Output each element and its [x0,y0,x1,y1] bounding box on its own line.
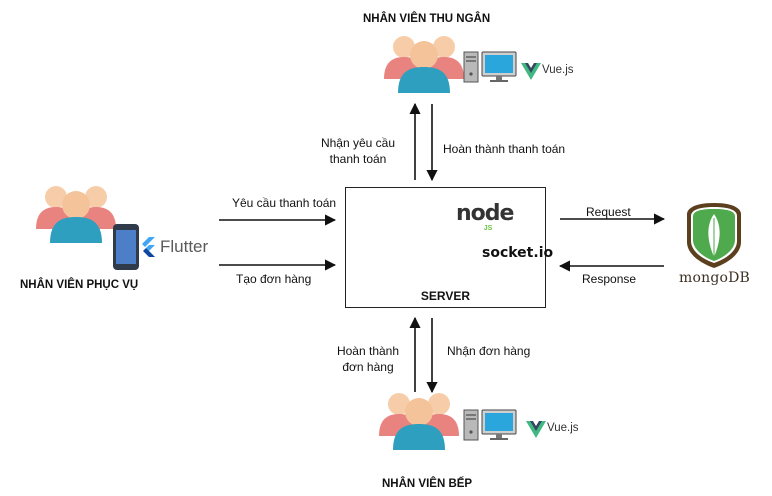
order-done-label-line1: Hoàn thành [336,344,400,358]
kitchen-role-label: NHÂN VIÊN BẾP [382,478,473,490]
vue-label-top: Vue.js [542,64,574,76]
waiter-role-label: NHÂN VIÊN PHỤC VỤ [20,279,139,291]
vue-logo-icon [521,63,541,80]
request-payment-label: Nhận yêu cầu thanh toán [310,135,406,167]
order-done-label-line2: đơn hàng [342,360,394,374]
request-payment-label-line2: thanh toán [329,152,387,166]
flutter-logo-icon [142,237,155,257]
create-order-label: Tạo đơn hàng [236,272,312,286]
kitchen-people-icon [379,393,459,450]
mongodb-label: mongoDB [679,270,751,286]
vue-logo-icon [526,421,546,438]
node-logo-text: node [456,201,514,226]
mongodb-logo-icon [687,203,741,268]
payment-done-label: Hoàn thành thanh toán [443,142,566,156]
node-js-badge-text: JS [483,225,493,232]
order-done-label: Hoàn thành đơn hàng [330,343,406,375]
request-payment-label-line1: Nhận yêu cầu [320,136,396,150]
cashier-role-label: NHÂN VIÊN THU NGÂN [363,13,491,25]
vue-label-bottom: Vue.js [547,422,579,434]
flutter-label: Flutter [160,237,209,256]
cashier-computer-icon [463,51,517,83]
phone-icon [113,224,139,270]
server-box: SERVER [345,187,546,308]
payment-request-label: Yêu cầu thanh toán [232,196,337,210]
waiter-people-icon [36,186,116,243]
cashier-people-icon [384,36,464,93]
server-title: SERVER [420,289,471,303]
db-response-label: Response [582,272,637,286]
kitchen-computer-icon [463,409,517,441]
receive-order-label: Nhận đơn hàng [447,344,531,358]
db-request-label: Request [586,205,631,219]
socket-io-text: socket.io [482,245,554,261]
